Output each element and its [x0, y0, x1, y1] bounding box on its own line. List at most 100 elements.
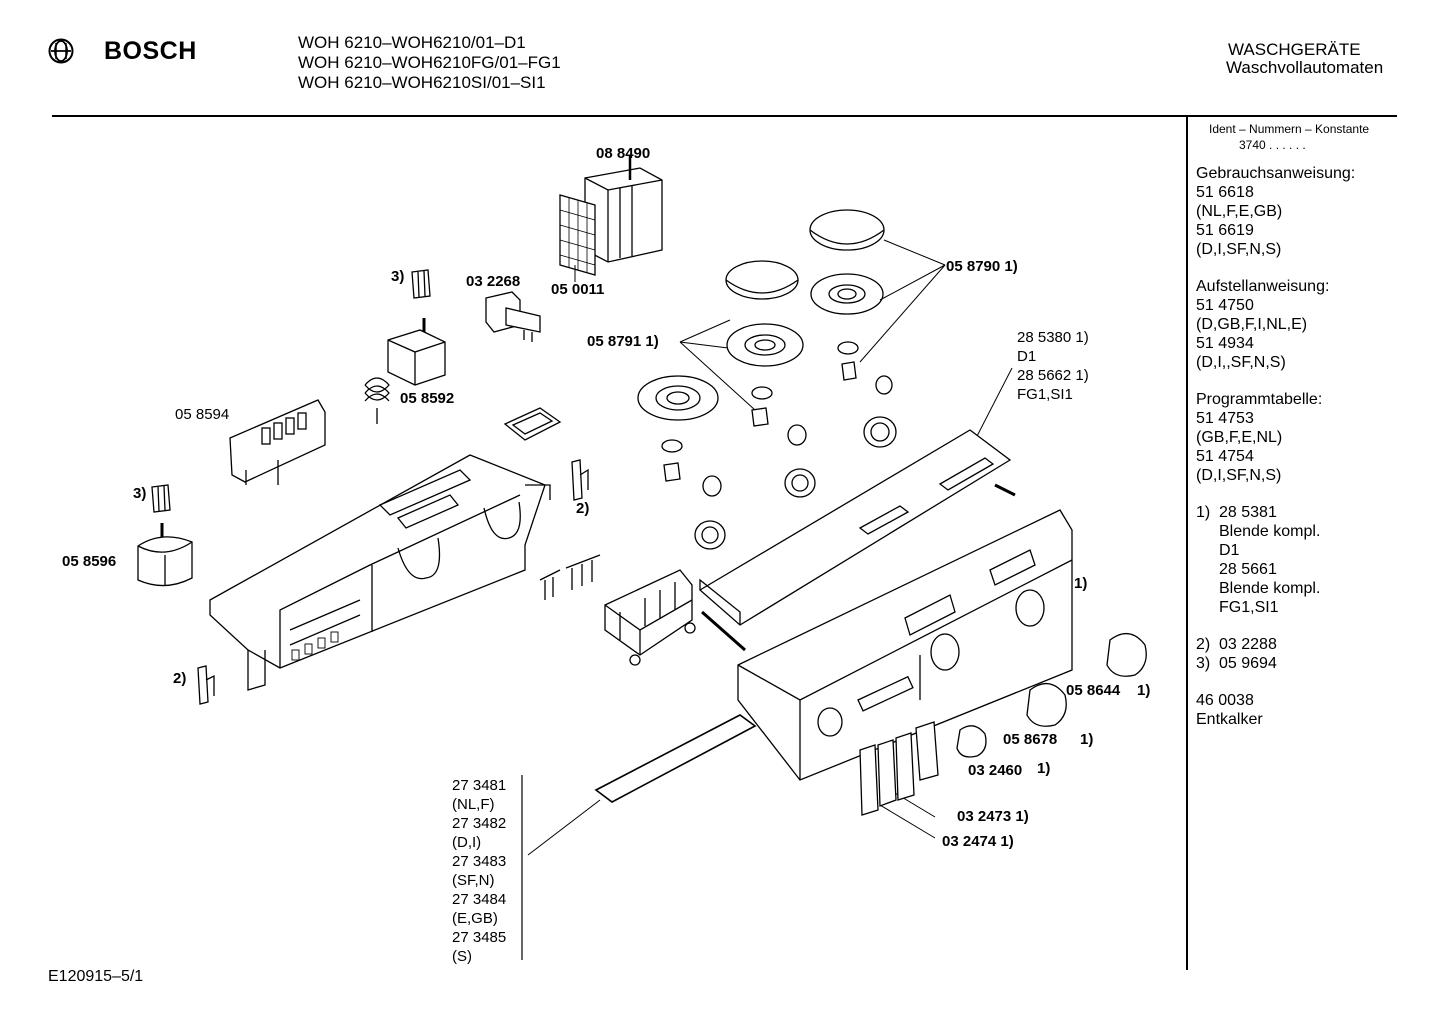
- circuit-board-part: [229, 399, 326, 485]
- sticker-line: 27 3485: [452, 929, 507, 946]
- extra-line: Entkalker: [1196, 711, 1263, 728]
- note-line: D1: [1219, 542, 1240, 559]
- label-032473: 03 2473 1): [957, 808, 1029, 825]
- sticker-line: (E,GB): [452, 910, 498, 927]
- bosch-logo: [48, 38, 74, 69]
- sidebar-note-1: 1) 28 5381 Blende kompl. D1 28 5661 Blen…: [1196, 503, 1355, 617]
- label-058596: 05 8596: [62, 553, 117, 570]
- label-050011: 05 0011: [551, 281, 605, 298]
- sticker-line: 27 3481: [452, 777, 507, 794]
- sticker-line: 27 3483: [452, 853, 507, 870]
- model-line-1: WOH 6210–WOH6210/01–D1: [298, 33, 526, 52]
- push-button-parts: [859, 721, 939, 816]
- front-cover-panel: [698, 429, 1016, 652]
- label-032268: 03 2268: [466, 273, 521, 290]
- label-032460: 03 2460: [968, 762, 1023, 779]
- sticker-line: (SF,N): [452, 872, 495, 889]
- note-line: Blende kompl.: [1219, 580, 1321, 597]
- sticker-line: (D,I): [452, 834, 482, 851]
- switch-part: [485, 291, 541, 342]
- note-number: 2): [1196, 636, 1211, 653]
- label-088490: 08 8490: [596, 145, 651, 162]
- group-line: 51 4934: [1196, 335, 1254, 352]
- note-number: 1): [1196, 504, 1211, 521]
- clip-part-2a: [571, 459, 589, 501]
- label-058644: 05 8644: [1066, 682, 1121, 699]
- group-line: 51 6618: [1196, 184, 1254, 201]
- timer-motor-part: [364, 318, 446, 424]
- label-note1-panel: 1): [1074, 575, 1088, 592]
- group-line: 51 4753: [1196, 410, 1254, 427]
- group-line: (D,GB,F,I,NL,E): [1196, 316, 1308, 333]
- switch-motor-part: [137, 523, 193, 587]
- model-line-3: WOH 6210–WOH6210SI/01–SI1: [298, 73, 546, 92]
- clip-part-3a: [411, 269, 431, 299]
- brand-name: BOSCH: [104, 37, 197, 65]
- sidebar-info: Gebrauchsanweisung: 51 6618 (NL,F,E,GB) …: [1196, 164, 1355, 729]
- label-058791: 05 8791 1): [587, 333, 659, 350]
- sticker-list: 27 3481 (NL,F) 27 3482 (D,I) 27 3483 (SF…: [452, 776, 506, 966]
- group-line: 51 4750: [1196, 297, 1254, 314]
- sticker-line: (S): [452, 948, 472, 965]
- bosch-armature-icon: [48, 38, 74, 64]
- control-knob-parts: [956, 633, 1147, 758]
- category-title: WASCHGERÄTE: [1228, 40, 1361, 59]
- group-title: Gebrauchsanweisung:: [1196, 165, 1356, 182]
- label-058594: 05 8594: [175, 406, 230, 423]
- note-line: 05 9694: [1219, 655, 1277, 672]
- label-note2-a: 2): [576, 500, 590, 517]
- sidebar-note-3: 3) 05 9694: [1196, 654, 1355, 673]
- footer-code: E120915–5/1: [48, 968, 144, 985]
- extra-line: 46 0038: [1196, 692, 1254, 709]
- label-058678-note: 1): [1080, 731, 1094, 748]
- note-line: Blende kompl.: [1219, 523, 1321, 540]
- group-title: Programmtabelle:: [1196, 391, 1323, 408]
- label-032474: 03 2474 1): [942, 833, 1014, 850]
- group-line: (D,I,,SF,N,S): [1196, 354, 1286, 371]
- clip-part-3b: [151, 484, 171, 513]
- category-subtitle: Waschvollautomaten: [1226, 58, 1384, 77]
- sidebar-note-2: 2) 03 2288: [1196, 635, 1355, 654]
- label-note3-a: 3): [391, 268, 405, 285]
- sticker-line: (NL,F): [452, 796, 495, 813]
- ident-value: 3740 . . . . . .: [1239, 138, 1306, 152]
- group-line: (D,I,SF,N,S): [1196, 467, 1282, 484]
- label-285662: 28 5662 1): [1017, 367, 1089, 384]
- sticker-line: 27 3482: [452, 815, 507, 832]
- note-line: FG1,SI1: [1219, 599, 1279, 616]
- label-058592: 05 8592: [400, 390, 455, 407]
- sticker-line: 27 3484: [452, 891, 507, 908]
- pushbutton-switch-part: [604, 569, 696, 666]
- label-d1: D1: [1017, 348, 1037, 365]
- label-032460-note: 1): [1037, 760, 1051, 777]
- group-line: 51 6619: [1196, 222, 1254, 239]
- leader-lines: [527, 239, 1013, 856]
- contact-strip-part: [539, 554, 601, 600]
- sidebar-group-gebrauch: Gebrauchsanweisung: 51 6618 (NL,F,E,GB) …: [1196, 164, 1355, 259]
- note-line: 03 2288: [1219, 636, 1277, 653]
- note-number: 3): [1196, 655, 1211, 672]
- bushing-parts: [661, 341, 897, 550]
- clip-part-2b: [197, 665, 215, 705]
- sidebar-group-programm: Programmtabelle: 51 4753 (GB,F,E,NL) 51 …: [1196, 390, 1355, 485]
- control-panel-fascia: [737, 509, 1073, 781]
- control-chassis-part: [209, 454, 551, 691]
- group-line: (NL,F,E,GB): [1196, 203, 1283, 220]
- note-line: 28 5381: [1219, 504, 1277, 521]
- label-058644-note: 1): [1137, 682, 1151, 699]
- model-line-2: WOH 6210–WOH6210FG/01–FG1: [298, 53, 561, 72]
- label-note3-b: 3): [133, 485, 147, 502]
- group-title: Aufstellanweisung:: [1196, 278, 1330, 295]
- group-line: 51 4754: [1196, 448, 1254, 465]
- label-fg1-si1: FG1,SI1: [1017, 386, 1073, 403]
- knob-disc-parts: [637, 209, 885, 421]
- ident-title: Ident – Nummern – Konstante: [1209, 122, 1370, 136]
- program-selector-part: [559, 155, 663, 282]
- frame-part: [503, 407, 562, 441]
- sidebar-extra: 46 0038 Entkalker: [1196, 691, 1355, 729]
- group-line: (GB,F,E,NL): [1196, 429, 1283, 446]
- program-label-sticker: [594, 714, 757, 803]
- label-058678: 05 8678: [1003, 731, 1058, 748]
- label-285380: 28 5380 1): [1017, 329, 1089, 346]
